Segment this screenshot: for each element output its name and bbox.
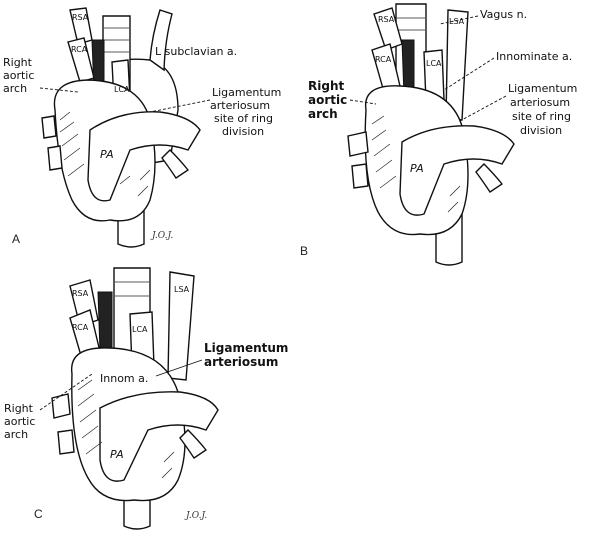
tag-rca-a: RCA (71, 45, 88, 54)
panel-letter-b: B (300, 244, 308, 258)
tag-pa-a: PA (100, 148, 114, 161)
label-right-aortic-arch-b-1: Right (308, 79, 344, 93)
tag-lsa-c: LSA (174, 285, 190, 294)
tag-rsa-c: RSA (72, 289, 89, 298)
label-ligamentum-a-2: arteriosum (210, 99, 270, 112)
tag-lsa-b: LSA (449, 17, 465, 26)
label-ligamentum-b-4: division (520, 124, 562, 137)
tag-lca-b: LCA (426, 59, 442, 68)
tag-rsa-b: RSA (378, 15, 395, 24)
label-right-aortic-arch-b-3: arch (308, 107, 338, 121)
label-l-subclavian-a: L subclavian a. (155, 45, 237, 58)
label-ligamentum-b-3: site of ring (512, 110, 571, 123)
heart-illustration-b (347, 3, 515, 266)
label-ligamentum-b-2: arteriosum (510, 96, 570, 109)
label-right-aortic-arch-a-1: Right (3, 56, 33, 69)
panel-letter-c: C (34, 507, 43, 521)
label-innominate: Innominate a. (496, 50, 572, 63)
label-ligamentum-a-3: site of ring (214, 112, 273, 125)
label-ligamentum-a-4: division (222, 125, 264, 138)
panel-b: RSA RCA LCA LSA PA Vagus n. Innominate a… (300, 3, 577, 266)
label-right-aortic-arch-b-2: aortic (308, 93, 347, 107)
tag-rsa-a: RSA (72, 13, 89, 22)
label-ligamentum-c-2: arteriosum (204, 355, 278, 369)
tag-innom-c: Innom a. (100, 372, 148, 385)
label-vagus: Vagus n. (480, 8, 527, 21)
label-right-aortic-arch-c-1: Right (4, 402, 34, 415)
heart-illustration-c (51, 267, 219, 530)
label-ligamentum-a-1: Ligamentum (212, 86, 281, 99)
heart-illustration-a (41, 7, 201, 248)
panel-letter-a: A (12, 232, 20, 246)
panel-c: RSA RCA LCA LSA PA Innom a. Ligamentum a… (4, 267, 288, 530)
tag-pa-c: PA (110, 448, 124, 461)
label-right-aortic-arch-a-2: aortic (3, 69, 34, 82)
label-right-aortic-arch-c-3: arch (4, 428, 28, 441)
tag-pa-b: PA (410, 162, 424, 175)
label-right-aortic-arch-c-2: aortic (4, 415, 35, 428)
tag-rca-c: RCA (72, 323, 89, 332)
label-right-aortic-arch-a-3: arch (3, 82, 27, 95)
panel-a: RSA RCA LCA PA Right aortic arch L subcl… (3, 7, 281, 248)
signature-c: J.O.J. (184, 511, 207, 521)
label-ligamentum-b-1: Ligamentum (508, 82, 577, 95)
signature-a: J.O.J. (150, 231, 173, 241)
label-ligamentum-c-1: Ligamentum (204, 341, 288, 355)
tag-lca-c: LCA (132, 325, 148, 334)
tag-rca-b: RCA (375, 55, 392, 64)
tag-lca-a: LCA (114, 85, 130, 94)
